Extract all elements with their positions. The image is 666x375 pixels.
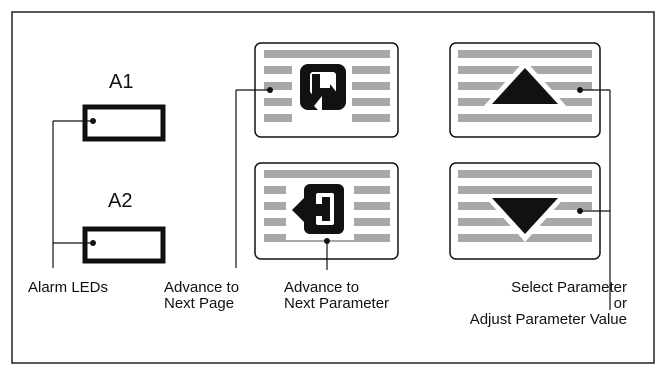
- led-a1-dot: [90, 118, 96, 124]
- next-parameter-label-line1: Advance to: [284, 279, 360, 296]
- next-page-icon: [300, 64, 346, 114]
- select-label-line1: Select Parameter: [511, 279, 627, 296]
- led-a1: [82, 104, 166, 142]
- led-a2-dot: [90, 240, 96, 246]
- led-a1-label: A1: [109, 71, 134, 93]
- down-arrow-icon: [492, 198, 558, 234]
- led-a2-label: A2: [108, 190, 133, 212]
- select-leader: [580, 89, 611, 310]
- select-label-line3: Adjust Parameter Value: [469, 311, 627, 328]
- led-leader: [52, 120, 93, 268]
- up-button[interactable]: [449, 42, 601, 138]
- next-parameter-dot: [324, 238, 330, 244]
- next-page-dot: [267, 87, 273, 93]
- next-page-button[interactable]: [254, 42, 399, 138]
- next-page-label-line2: Next Page: [164, 295, 235, 312]
- down-button[interactable]: [449, 162, 601, 260]
- next-page-leader: [235, 89, 270, 268]
- select-label-line2: or: [613, 295, 627, 312]
- alarm-leds-label: Alarm LEDs: [28, 279, 109, 296]
- next-parameter-label-line2: Next Parameter: [284, 295, 390, 312]
- down-dot: [577, 208, 583, 214]
- next-parameter-icon: [292, 184, 344, 234]
- next-page-label-line1: Advance to: [164, 279, 240, 296]
- up-dot: [577, 87, 583, 93]
- up-arrow-icon: [492, 68, 558, 104]
- led-a2: [82, 226, 166, 264]
